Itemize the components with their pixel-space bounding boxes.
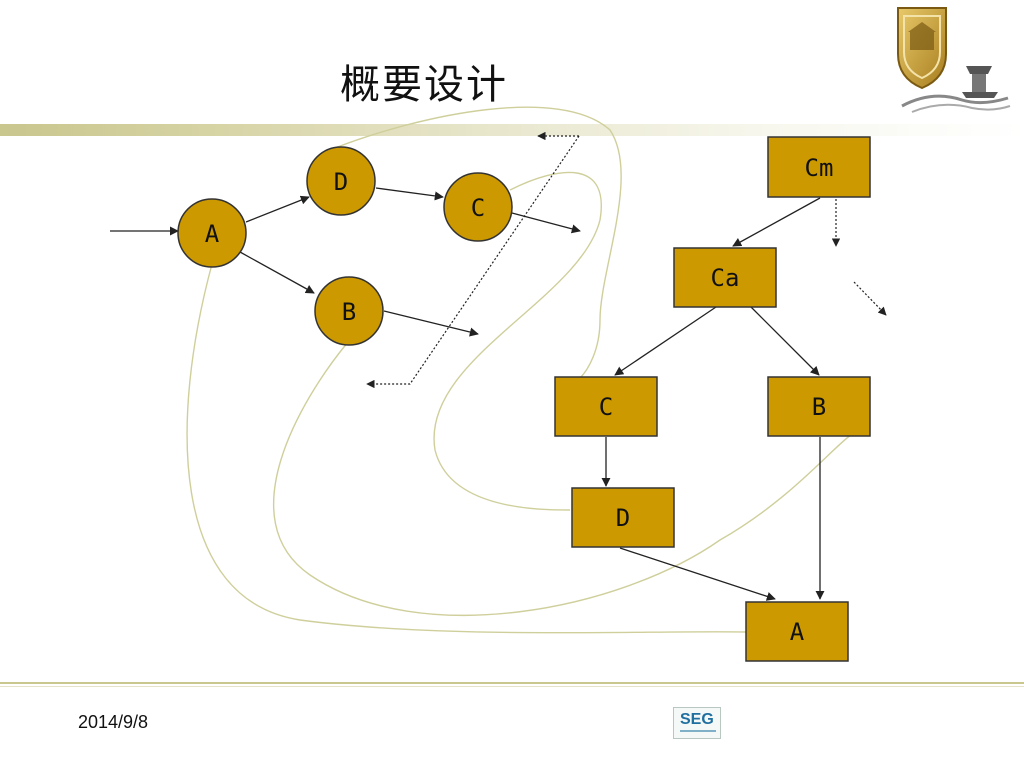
slide-title: 概要设计	[340, 62, 508, 108]
circle-node-d: D	[306, 146, 376, 216]
box-node-d-label: D	[616, 504, 630, 532]
circle-node-a: A	[177, 198, 247, 268]
box-node-cm-label: Cm	[805, 154, 834, 182]
circle-node-a-label: A	[205, 220, 220, 248]
dotted-feedback-arrow	[366, 135, 580, 389]
box-node-ca-label: Ca	[711, 264, 740, 292]
curve-b-to-b	[272, 341, 853, 616]
dotted-edges	[366, 131, 887, 389]
left-graph-nodes: A D C B	[177, 146, 513, 346]
box-node-a-label: A	[790, 618, 805, 646]
footer-divider	[0, 682, 1024, 684]
edge-d-to-c	[375, 187, 444, 201]
curve-a-to-a	[186, 263, 749, 634]
right-tree-edges	[601, 197, 825, 601]
circle-node-c: C	[443, 172, 513, 242]
seg-logo-underline	[680, 730, 716, 732]
circle-node-c-label: C	[471, 194, 485, 222]
edge-ca-to-c	[614, 306, 717, 376]
edge-c-out	[511, 212, 581, 234]
edge-d-to-a	[619, 547, 776, 601]
edge-ca-to-b	[750, 306, 820, 376]
box-node-a: A	[745, 601, 849, 662]
box-node-ca: Ca	[673, 247, 777, 308]
box-node-c: C	[554, 376, 658, 437]
circle-node-b: B	[314, 276, 384, 346]
dotted-diagonal-arrow	[853, 281, 887, 316]
box-node-c-label: C	[599, 393, 613, 421]
circle-node-b-label: B	[342, 298, 356, 326]
box-node-cm: Cm	[767, 136, 871, 198]
box-node-b-label: B	[812, 393, 826, 421]
seg-logo: SEG	[673, 707, 721, 739]
curve-d-to-c	[334, 106, 622, 379]
header-divider-bar	[0, 124, 1024, 136]
circle-node-d-label: D	[334, 168, 348, 196]
left-graph-edges	[110, 187, 581, 337]
edge-b-out	[383, 310, 479, 337]
edge-a-to-b	[239, 251, 315, 294]
edge-a-to-d	[245, 195, 310, 223]
curve-c-to-d	[433, 171, 602, 511]
right-tree-nodes: Cm Ca C B D A	[554, 136, 871, 662]
footer-divider-thin	[0, 686, 1024, 687]
footer-date: 2014/9/8	[78, 712, 149, 732]
box-node-b: B	[767, 376, 871, 437]
edge-cm-to-ca	[732, 197, 821, 247]
mapping-curves	[186, 106, 853, 634]
university-emblem-logo	[897, 7, 1011, 113]
seg-logo-text: SEG	[680, 711, 714, 728]
box-node-d: D	[571, 487, 675, 548]
